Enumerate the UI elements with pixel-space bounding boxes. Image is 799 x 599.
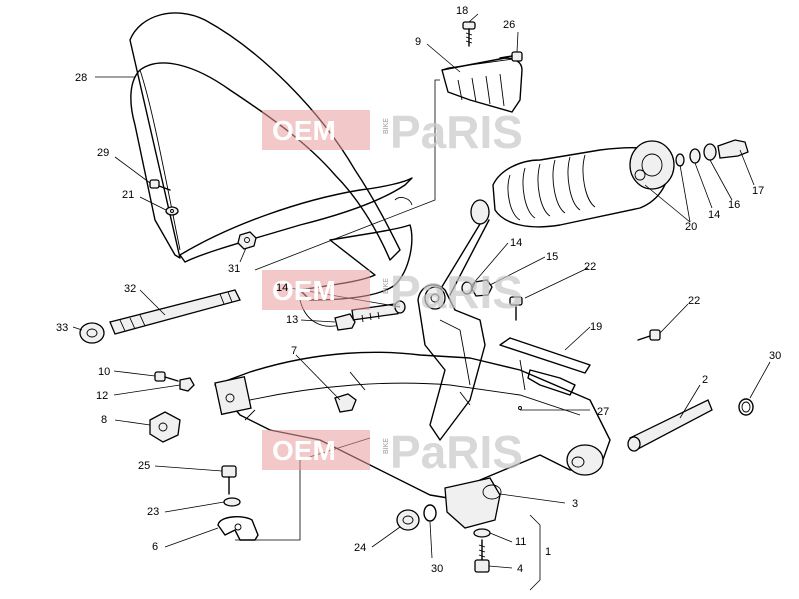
chain-slider [499,337,591,396]
nut-31 [237,231,257,250]
pivot-rod-2 [627,399,713,452]
callout-24: 24 [354,542,366,554]
svg-text:OEM: OEM [272,115,336,146]
bolt-7 [334,393,357,413]
circlip-30-right [738,398,754,416]
callout-28: 28 [75,72,87,84]
bolt-22-upper [509,296,523,321]
bolt-10 [154,371,195,392]
callout-19: 19 [590,321,602,333]
callout-33: 33 [56,322,68,334]
bolt-13 [334,300,406,331]
callout-30-right: 30 [769,350,781,362]
callout-2: 2 [702,374,708,386]
bolt-22-right [637,329,661,341]
callout-30-lower: 30 [431,563,443,575]
callout-27: 27 [597,406,609,418]
callout-31: 31 [228,263,240,275]
callout-11: 11 [515,536,526,548]
svg-text:OEM: OEM [272,275,336,306]
callout-12: 12 [96,390,108,402]
bolt-4 [473,528,491,573]
callout-18: 18 [456,5,468,17]
svg-text:BIKE: BIKE [383,278,390,294]
circlip-30-lower [423,504,437,522]
svg-text:OEM: OEM [272,435,336,466]
rear-mudguard [129,12,413,327]
shock-lower-hardware [461,279,493,297]
svg-text:BIKE: BIKE [383,118,390,134]
svg-text:PaRIS: PaRIS [390,266,523,318]
bushing-24 [396,509,420,531]
callout-14-rocker: 14 [276,282,288,294]
watermark-3: OEM BIKE PaRIS [262,426,523,478]
callout-21: 21 [122,189,134,201]
callout-14-shock-bottom: 14 [510,237,522,249]
callout-16: 16 [728,199,740,211]
callout-1: 1 [545,546,551,558]
callout-32: 32 [124,283,136,295]
callout-labels: 18 26 9 28 29 21 31 17 16 14 20 14 15 22… [56,5,781,575]
callout-15: 15 [546,251,558,263]
callout-6: 6 [152,541,158,553]
svg-text:PaRIS: PaRIS [390,106,523,158]
adjuster-plate-8 [149,411,181,443]
callout-17: 17 [752,185,764,197]
callout-10: 10 [98,366,110,378]
screw-29 [149,179,179,216]
callout-13: 13 [286,314,298,326]
chain-guard [441,57,523,113]
callout-22-upper: 22 [584,261,596,273]
callout-9: 9 [415,36,421,48]
callout-22-right: 22 [688,295,700,307]
watermark-1: OEM BIKE PaRIS [262,106,523,158]
screw-18 [462,21,476,47]
callout-25: 25 [138,460,150,472]
callout-14-shock-top: 14 [708,209,720,221]
watermark-2: OEM BIKE PaRIS [262,266,523,318]
callout-26: 26 [503,19,515,31]
shock-absorber [439,140,675,296]
callout-4: 4 [517,563,523,575]
clamp-assembly [217,465,259,541]
callout-23: 23 [147,506,159,518]
screw-26 [499,51,523,62]
callout-29: 29 [97,147,109,159]
shock-upper-hardware [675,139,749,167]
pivot-shaft [79,289,241,344]
callout-7: 7 [291,345,297,357]
swingarm [214,351,611,529]
callout-8: 8 [101,414,107,426]
group-bracket-1 [529,514,541,591]
svg-text:BIKE: BIKE [383,438,390,454]
svg-text:PaRIS: PaRIS [390,426,523,478]
callout-20: 20 [685,221,697,233]
linkage-rocker [417,284,486,441]
callout-3: 3 [572,498,578,510]
